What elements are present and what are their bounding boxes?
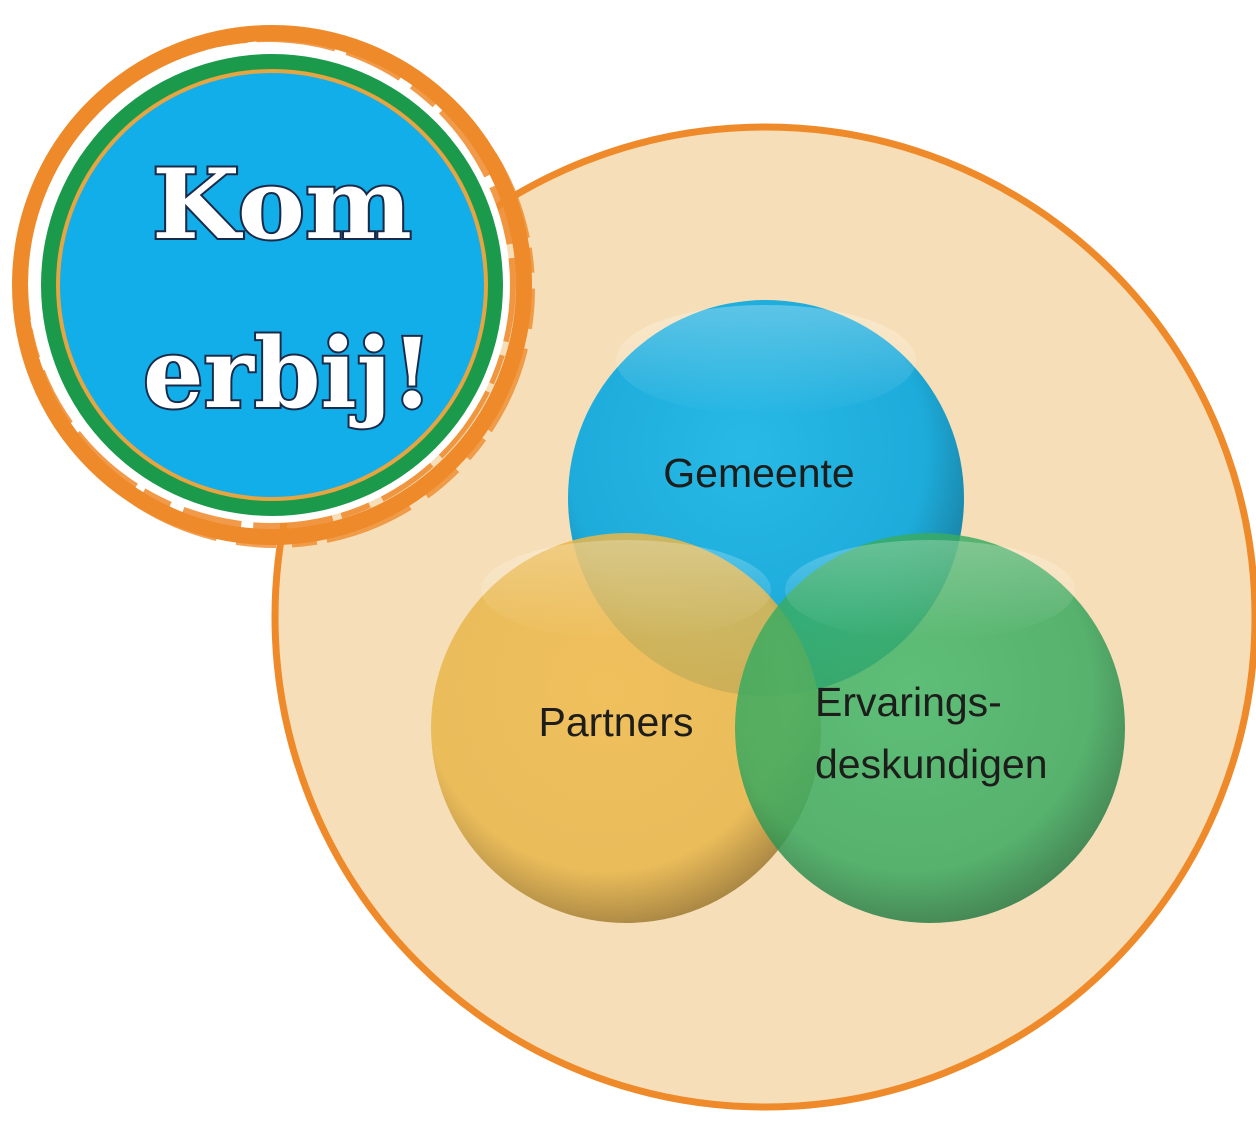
badge-text-line1: Kom <box>152 148 412 261</box>
shine-ervaringsdeskundigen <box>785 540 1075 640</box>
shine-partners <box>481 540 771 640</box>
label-ervarings-line2: deskundigen <box>815 741 1048 787</box>
label-partners: Partners <box>539 699 694 745</box>
badge-orange-ring-rough-2 <box>17 30 535 548</box>
shine-gemeente <box>616 305 916 415</box>
badge-orange-ring-rough <box>20 34 516 530</box>
label-ervarings-line1: Ervarings- <box>815 679 1002 725</box>
venn-circles <box>431 300 1125 923</box>
circle-ervaringsdeskundigen <box>735 533 1125 923</box>
badge: Kom erbij! <box>12 25 535 548</box>
circle-partners <box>431 533 821 923</box>
badge-text-line2: erbij! <box>143 317 433 430</box>
badge-blue-disc <box>60 73 484 497</box>
label-gemeente: Gemeente <box>663 450 854 496</box>
